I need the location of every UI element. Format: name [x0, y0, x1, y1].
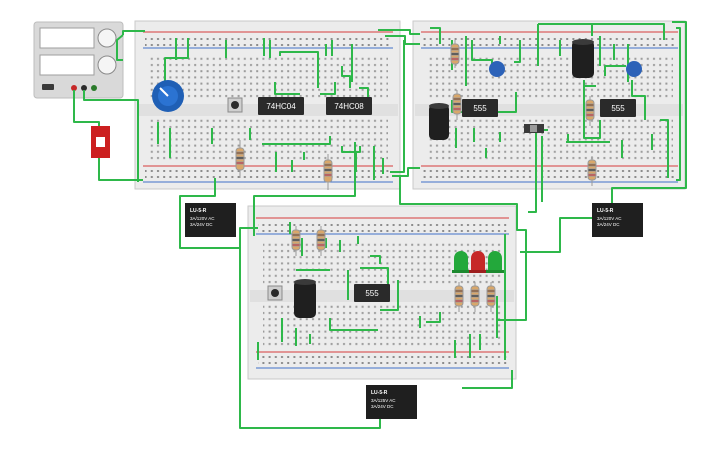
wire [370, 255, 381, 264]
wire [274, 82, 300, 95]
wire [676, 27, 681, 181]
potentiometer[interactable] [152, 80, 184, 112]
relay-title: LU-5-R [597, 208, 614, 214]
ic-label: 555 [365, 289, 379, 298]
wire [611, 21, 687, 210]
resistor [587, 156, 597, 186]
wire [253, 142, 356, 236]
relay-title: LU-5-R [190, 208, 207, 214]
relay-2[interactable]: LU-5-R 3A/120V AC 3A/24V DC [592, 203, 643, 237]
wire [430, 27, 441, 44]
electrolytic-capacitor[interactable] [429, 103, 449, 140]
electrolytic-capacitor[interactable] [294, 279, 316, 318]
wire [538, 23, 665, 40]
relay-title: LU-5-R [371, 390, 388, 396]
wire [179, 178, 258, 249]
wire [341, 66, 351, 88]
ic-label: 555 [473, 104, 487, 113]
ic-label: 555 [611, 104, 625, 113]
resistor [486, 282, 496, 312]
wire [98, 158, 143, 181]
resistor [316, 226, 326, 256]
wire [631, 80, 646, 120]
relay-rating-ac: 3A/125V AC [371, 398, 396, 403]
slide-switch[interactable] [524, 124, 544, 133]
relay-rating-dc: 3A/24V DC [597, 222, 620, 227]
led-green-2[interactable] [486, 251, 504, 273]
wire [122, 30, 145, 35]
resistor [470, 282, 480, 312]
wire [164, 38, 189, 88]
led-red[interactable] [469, 251, 487, 273]
wire [426, 312, 441, 323]
wire [116, 34, 124, 61]
resistor [291, 226, 301, 256]
resistor [585, 96, 595, 126]
ic-555-timer-3[interactable]: 555 [354, 284, 390, 302]
ceramic-capacitor[interactable] [489, 61, 505, 77]
ic-555-timer-1[interactable]: 555 [462, 99, 498, 117]
wire [320, 82, 336, 95]
wire [520, 217, 600, 253]
wire [660, 119, 669, 178]
ic-74hc04[interactable]: 74HC04 [258, 97, 304, 115]
resistor [235, 140, 245, 178]
ic-label: 74HC08 [334, 102, 364, 111]
wire [380, 280, 399, 311]
wire [341, 146, 361, 153]
resistor [450, 40, 460, 68]
wire [262, 136, 331, 145]
ceramic-capacitor[interactable] [626, 61, 642, 77]
led-green-1[interactable] [452, 251, 470, 273]
wire [83, 90, 139, 182]
wire [279, 51, 319, 88]
push-button-2[interactable] [267, 285, 283, 301]
relay-rating-ac: 3A/120V AC [190, 216, 215, 221]
wire [392, 175, 527, 321]
wire [583, 85, 596, 100]
wire [583, 80, 601, 139]
wires [73, 21, 687, 429]
resistor [323, 154, 333, 190]
relay-1[interactable]: LU-5-R 3A/120V AC 3A/24V DC [185, 203, 236, 237]
wire [604, 65, 626, 76]
relay-3[interactable]: LU-5-R 3A/125V AC 3A/24V DC [366, 385, 417, 419]
wire [528, 130, 537, 213]
ic-label: 74HC04 [266, 102, 296, 111]
wire [514, 40, 521, 63]
resistors[interactable] [235, 40, 597, 312]
wire [73, 90, 100, 126]
power-switch[interactable] [91, 126, 110, 158]
wire [378, 29, 420, 35]
relay-rating-dc: 3A/24V DC [190, 222, 213, 227]
relay-rating-ac: 3A/120V AC [597, 216, 622, 221]
wire [462, 370, 513, 389]
ic-555-timer-2[interactable]: 555 [600, 99, 636, 117]
push-button-1[interactable] [227, 97, 243, 113]
wire [329, 318, 378, 331]
resistor [452, 90, 462, 120]
electrolytic-capacitor[interactable] [572, 39, 594, 78]
power-supply[interactable] [33, 21, 124, 99]
wire [390, 40, 405, 173]
ic-74hc08[interactable]: 74HC08 [326, 97, 372, 115]
resistor [454, 282, 464, 312]
relay-rating-dc: 3A/24V DC [371, 404, 394, 409]
